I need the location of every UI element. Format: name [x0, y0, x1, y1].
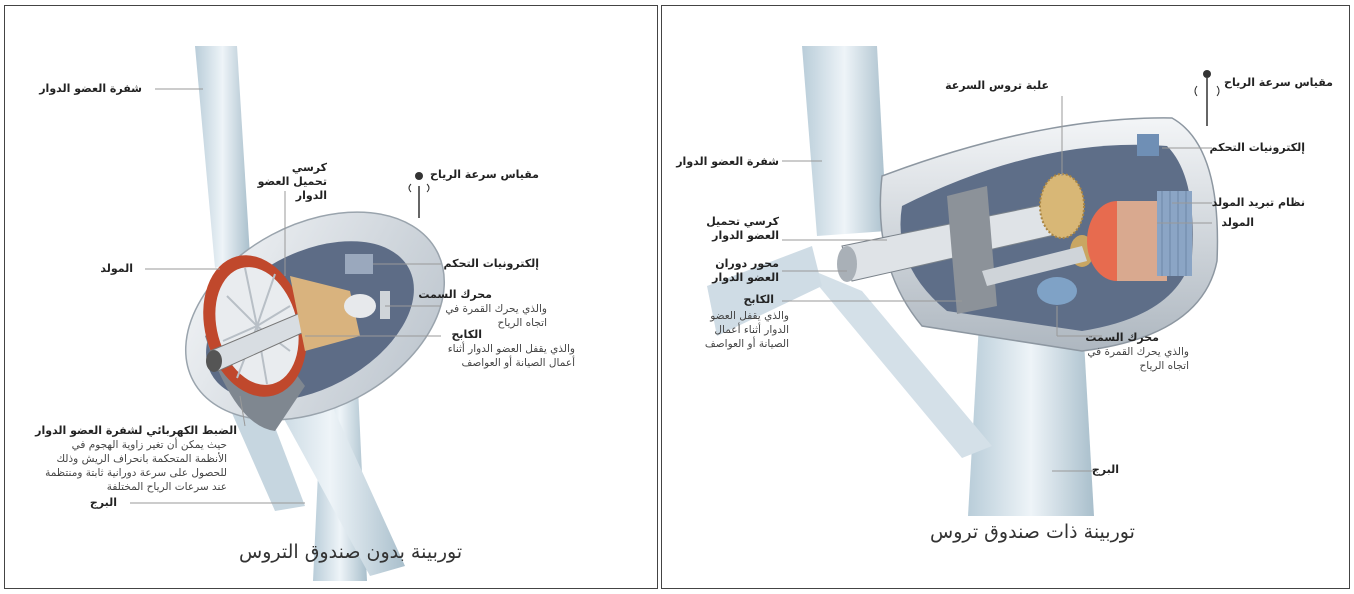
- label-rotor-blade: شفرة العضو الدوار: [676, 155, 779, 169]
- panel-gearbox-turbine: علبة تروس السرعة مقياس سرعة الرياح شفرة …: [661, 5, 1350, 589]
- rotor-blade-upper: [802, 46, 887, 236]
- label-brake: الكابح: [744, 293, 775, 307]
- label-yaw-motor: محرك السمت: [1085, 331, 1159, 345]
- caption-gearbox: توربينة ذات صندوق تروس: [930, 521, 1135, 543]
- label-generator: المولد: [1221, 216, 1254, 230]
- desc-yaw-motor: والذي يحرك القمرة في اتجاه الرياح: [437, 302, 547, 330]
- gear-wheel: [1040, 174, 1084, 238]
- label-rotor-shaft: محور دوران العضو الدوار: [699, 257, 779, 285]
- desc-pitch-control: حيث يمكن أن تغير زاوية الهجوم في الأنظمة…: [37, 438, 227, 494]
- label-rotor-blade: شفرة العضو الدوار: [39, 82, 142, 96]
- control-box: [345, 254, 373, 274]
- label-rotor-seat: كرسي تحميل العضو الدوار: [699, 215, 779, 243]
- label-pitch-control: الضبط الكهربائي لشفرة العضو الدوار: [35, 424, 237, 438]
- label-brake: الكابح: [452, 328, 483, 342]
- panel-gearless-turbine: شفرة العضو الدوار كرسي تحميل العضو الدوا…: [4, 5, 658, 589]
- desc-brake: والذي يقفل العضو الدوار أثناء أعمال الصي…: [440, 342, 575, 370]
- label-anemometer: مقياس سرعة الرياح: [430, 168, 539, 182]
- yaw-motor: [1037, 277, 1077, 305]
- desc-brake: والذي يقفل العضو الدوار أثناء أعمال الصي…: [689, 309, 789, 351]
- label-anemometer: مقياس سرعة الرياح: [1224, 76, 1333, 90]
- label-control-electronics: إلكترونيات التحكم: [444, 257, 539, 271]
- label-control-electronics: إلكترونيات التحكم: [1210, 141, 1305, 155]
- control-box: [1137, 134, 1159, 156]
- label-generator: المولد: [100, 262, 133, 276]
- caption-gearless: توربينة بدون صندوق التروس: [239, 541, 462, 563]
- yaw-motor: [344, 294, 376, 318]
- label-tower: البرج: [90, 496, 117, 510]
- label-rotor-seat: كرسي تحميل العضو الدوار: [257, 161, 327, 203]
- label-yaw-motor: محرك السمت: [418, 288, 492, 302]
- desc-yaw-motor: والذي يحرك القمرة في اتجاه الرياح: [1084, 345, 1189, 373]
- label-gearbox: علبة تروس السرعة: [945, 79, 1049, 93]
- label-generator-cooling: نظام تبريد المولد: [1212, 196, 1305, 210]
- rotor-blade-upper: [195, 46, 250, 268]
- label-tower: البرج: [1092, 463, 1119, 477]
